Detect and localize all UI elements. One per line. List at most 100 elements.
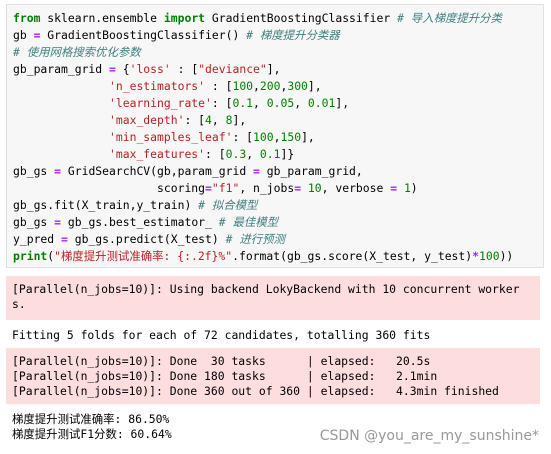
code-line: gb_gs.fit(X_train,y_train) # 拟合模型	[13, 197, 543, 214]
code-token: , n_jobs	[239, 181, 295, 195]
code-token: 1	[403, 181, 411, 195]
code-token: 'learning_rate'	[109, 96, 212, 110]
code-token: 0.1	[232, 96, 254, 110]
code-token: : [	[232, 130, 254, 144]
code-line: # 使用网格搜索优化参数	[13, 44, 543, 61]
code-token: print	[13, 249, 48, 263]
code-token: ,	[280, 79, 288, 93]
stderr-line: s.	[12, 297, 26, 311]
code-line: gb_gs = GridSearchCV(gb,param_grid = gb_…	[13, 163, 543, 180]
code-token: sklearn.ensemble	[40, 11, 164, 25]
code-line: 'max_depth': [4, 8],	[13, 112, 543, 129]
code-editor[interactable]: from sklearn.ensemble import GradientBoo…	[13, 10, 543, 267]
code-token: .format(f1_score(y_test, y_pred)	[234, 266, 453, 267]
code-token	[13, 130, 109, 144]
code-token: ,	[273, 130, 281, 144]
code-token: 0.05	[266, 96, 295, 110]
stdout-output-fitting: Fitting 5 folds for each of 72 candidate…	[12, 328, 430, 343]
code-token: : [	[205, 147, 226, 161]
code-token: 100	[232, 79, 254, 93]
code-token: *	[454, 266, 461, 267]
code-token: ],	[307, 79, 322, 93]
code-line: print("梯度提升测试F1分数: {:.2f}%".format(f1_sc…	[13, 265, 543, 267]
code-token: : [	[184, 113, 206, 127]
code-token: scoring	[13, 181, 206, 195]
code-token: ]}	[280, 147, 295, 161]
code-token: 100	[461, 266, 482, 267]
code-token: =	[109, 62, 116, 76]
code-token: {	[115, 62, 130, 76]
code-token: import	[163, 11, 206, 25]
code-token: 'max_depth'	[109, 113, 185, 127]
code-token: 10	[307, 181, 322, 195]
code-token: (	[47, 266, 54, 267]
code-token: # 使用网格搜索优化参数	[13, 45, 141, 59]
code-token: GradientBoostingClassifier()	[40, 28, 247, 42]
code-line: from sklearn.ensemble import GradientBoo…	[13, 10, 543, 27]
code-token	[13, 147, 109, 161]
code-token: 200	[259, 79, 281, 93]
stderr-line: [Parallel(n_jobs=10)]: Done 360 out of 3…	[12, 384, 499, 398]
code-token: ,	[294, 96, 308, 110]
stderr-line: [Parallel(n_jobs=10)]: Using backend Lok…	[12, 282, 520, 296]
code-token: =	[54, 164, 62, 178]
code-token: ,	[253, 79, 260, 93]
code-token: =	[61, 232, 68, 246]
code-token: print	[13, 266, 47, 267]
code-token: gb_gs.fit(X_train,y_train)	[13, 198, 199, 212]
stdout-output-results: 梯度提升测试准确率: 86.50%梯度提升测试F1分数: 60.64%	[12, 412, 172, 442]
code-line: gb = GradientBoostingClassifier() # 梯度提升…	[13, 27, 543, 44]
code-token: ],	[335, 96, 350, 110]
code-token: "梯度提升测试准确率: {:.2f}%"	[54, 249, 233, 263]
code-token: 0.1	[259, 147, 281, 161]
code-token: 8	[225, 113, 233, 127]
code-token: 300	[287, 79, 308, 93]
code-token: gb_param_grid	[13, 62, 110, 76]
code-token: : [	[211, 96, 233, 110]
code-token: =	[253, 164, 260, 178]
code-token: # 进行预测	[225, 232, 285, 246]
code-token: ))	[481, 266, 495, 267]
stderr-output-backend: [Parallel(n_jobs=10)]: Using backend Lok…	[6, 276, 540, 320]
stdout-line: Fitting 5 folds for each of 72 candidate…	[12, 328, 431, 342]
code-token: , verbose	[321, 181, 391, 195]
code-line: 'learning_rate': [0.1, 0.05, 0.01],	[13, 95, 543, 112]
code-line: gb_gs = gb_gs.best_estimator_ # 最佳模型	[13, 214, 543, 231]
code-token: =	[294, 181, 302, 195]
code-token: gb_gs.predict(X_test)	[67, 232, 226, 246]
code-token: ],	[232, 113, 247, 127]
code-token: # 最佳模型	[218, 215, 279, 229]
code-token: gb_gs	[13, 215, 55, 229]
code-token: # 梯度提升分类器	[246, 28, 340, 42]
code-token	[301, 181, 308, 195]
code-line: scoring="f1", n_jobs= 10, verbose = 1)	[13, 180, 543, 197]
code-token: ,	[211, 113, 226, 127]
code-token: from	[13, 11, 41, 25]
code-token: gb_gs.best_estimator_	[61, 215, 219, 229]
stderr-line: [Parallel(n_jobs=10)]: Done 180 tasks | …	[12, 369, 438, 383]
code-token: =	[54, 215, 62, 229]
code-token: : [	[205, 79, 233, 93]
code-token: 'max_features'	[109, 147, 206, 161]
code-token: ,	[253, 96, 267, 110]
code-cell[interactable]: from sklearn.ensemble import GradientBoo…	[6, 4, 544, 268]
code-token: gb_gs	[13, 164, 55, 178]
code-token: 0.3	[225, 147, 247, 161]
code-token: # 拟合模型	[198, 198, 258, 212]
code-token: .format(gb_gs.score(X_test, y_test)	[232, 249, 473, 263]
code-token	[13, 96, 109, 110]
stdout-line: 梯度提升测试准确率: 86.50%	[12, 412, 170, 426]
code-token: 100	[479, 249, 500, 263]
code-token: y_pred	[13, 232, 62, 246]
csdn-watermark: CSDN @you_are_my_sunshine*	[319, 428, 539, 444]
code-token: : [	[170, 62, 199, 76]
code-token	[13, 79, 109, 93]
code-token: 100	[253, 130, 274, 144]
stdout-line: 梯度提升测试F1分数: 60.64%	[12, 427, 172, 441]
code-line: 'min_samples_leaf': [100,150],	[13, 129, 543, 146]
code-token: *	[472, 249, 479, 263]
code-token: =	[33, 28, 41, 42]
code-line: 'n_estimators' : [100,200,300],	[13, 78, 543, 95]
stderr-output-progress: [Parallel(n_jobs=10)]: Done 30 tasks | e…	[6, 348, 540, 404]
code-token: gb	[13, 28, 34, 42]
